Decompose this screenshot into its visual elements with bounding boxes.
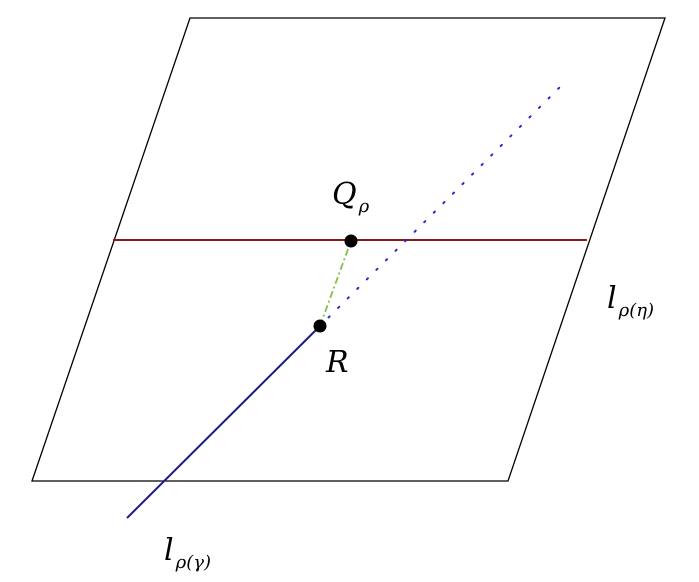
label-r: R [325, 345, 349, 380]
point-q-rho [344, 234, 358, 248]
plane-parallelogram [31, 17, 666, 482]
connector-r-to-q [319, 240, 352, 327]
line-l-rho-gamma [126, 326, 320, 519]
point-r [313, 319, 327, 333]
line-l-rho-gamma-hidden [318, 86, 561, 328]
